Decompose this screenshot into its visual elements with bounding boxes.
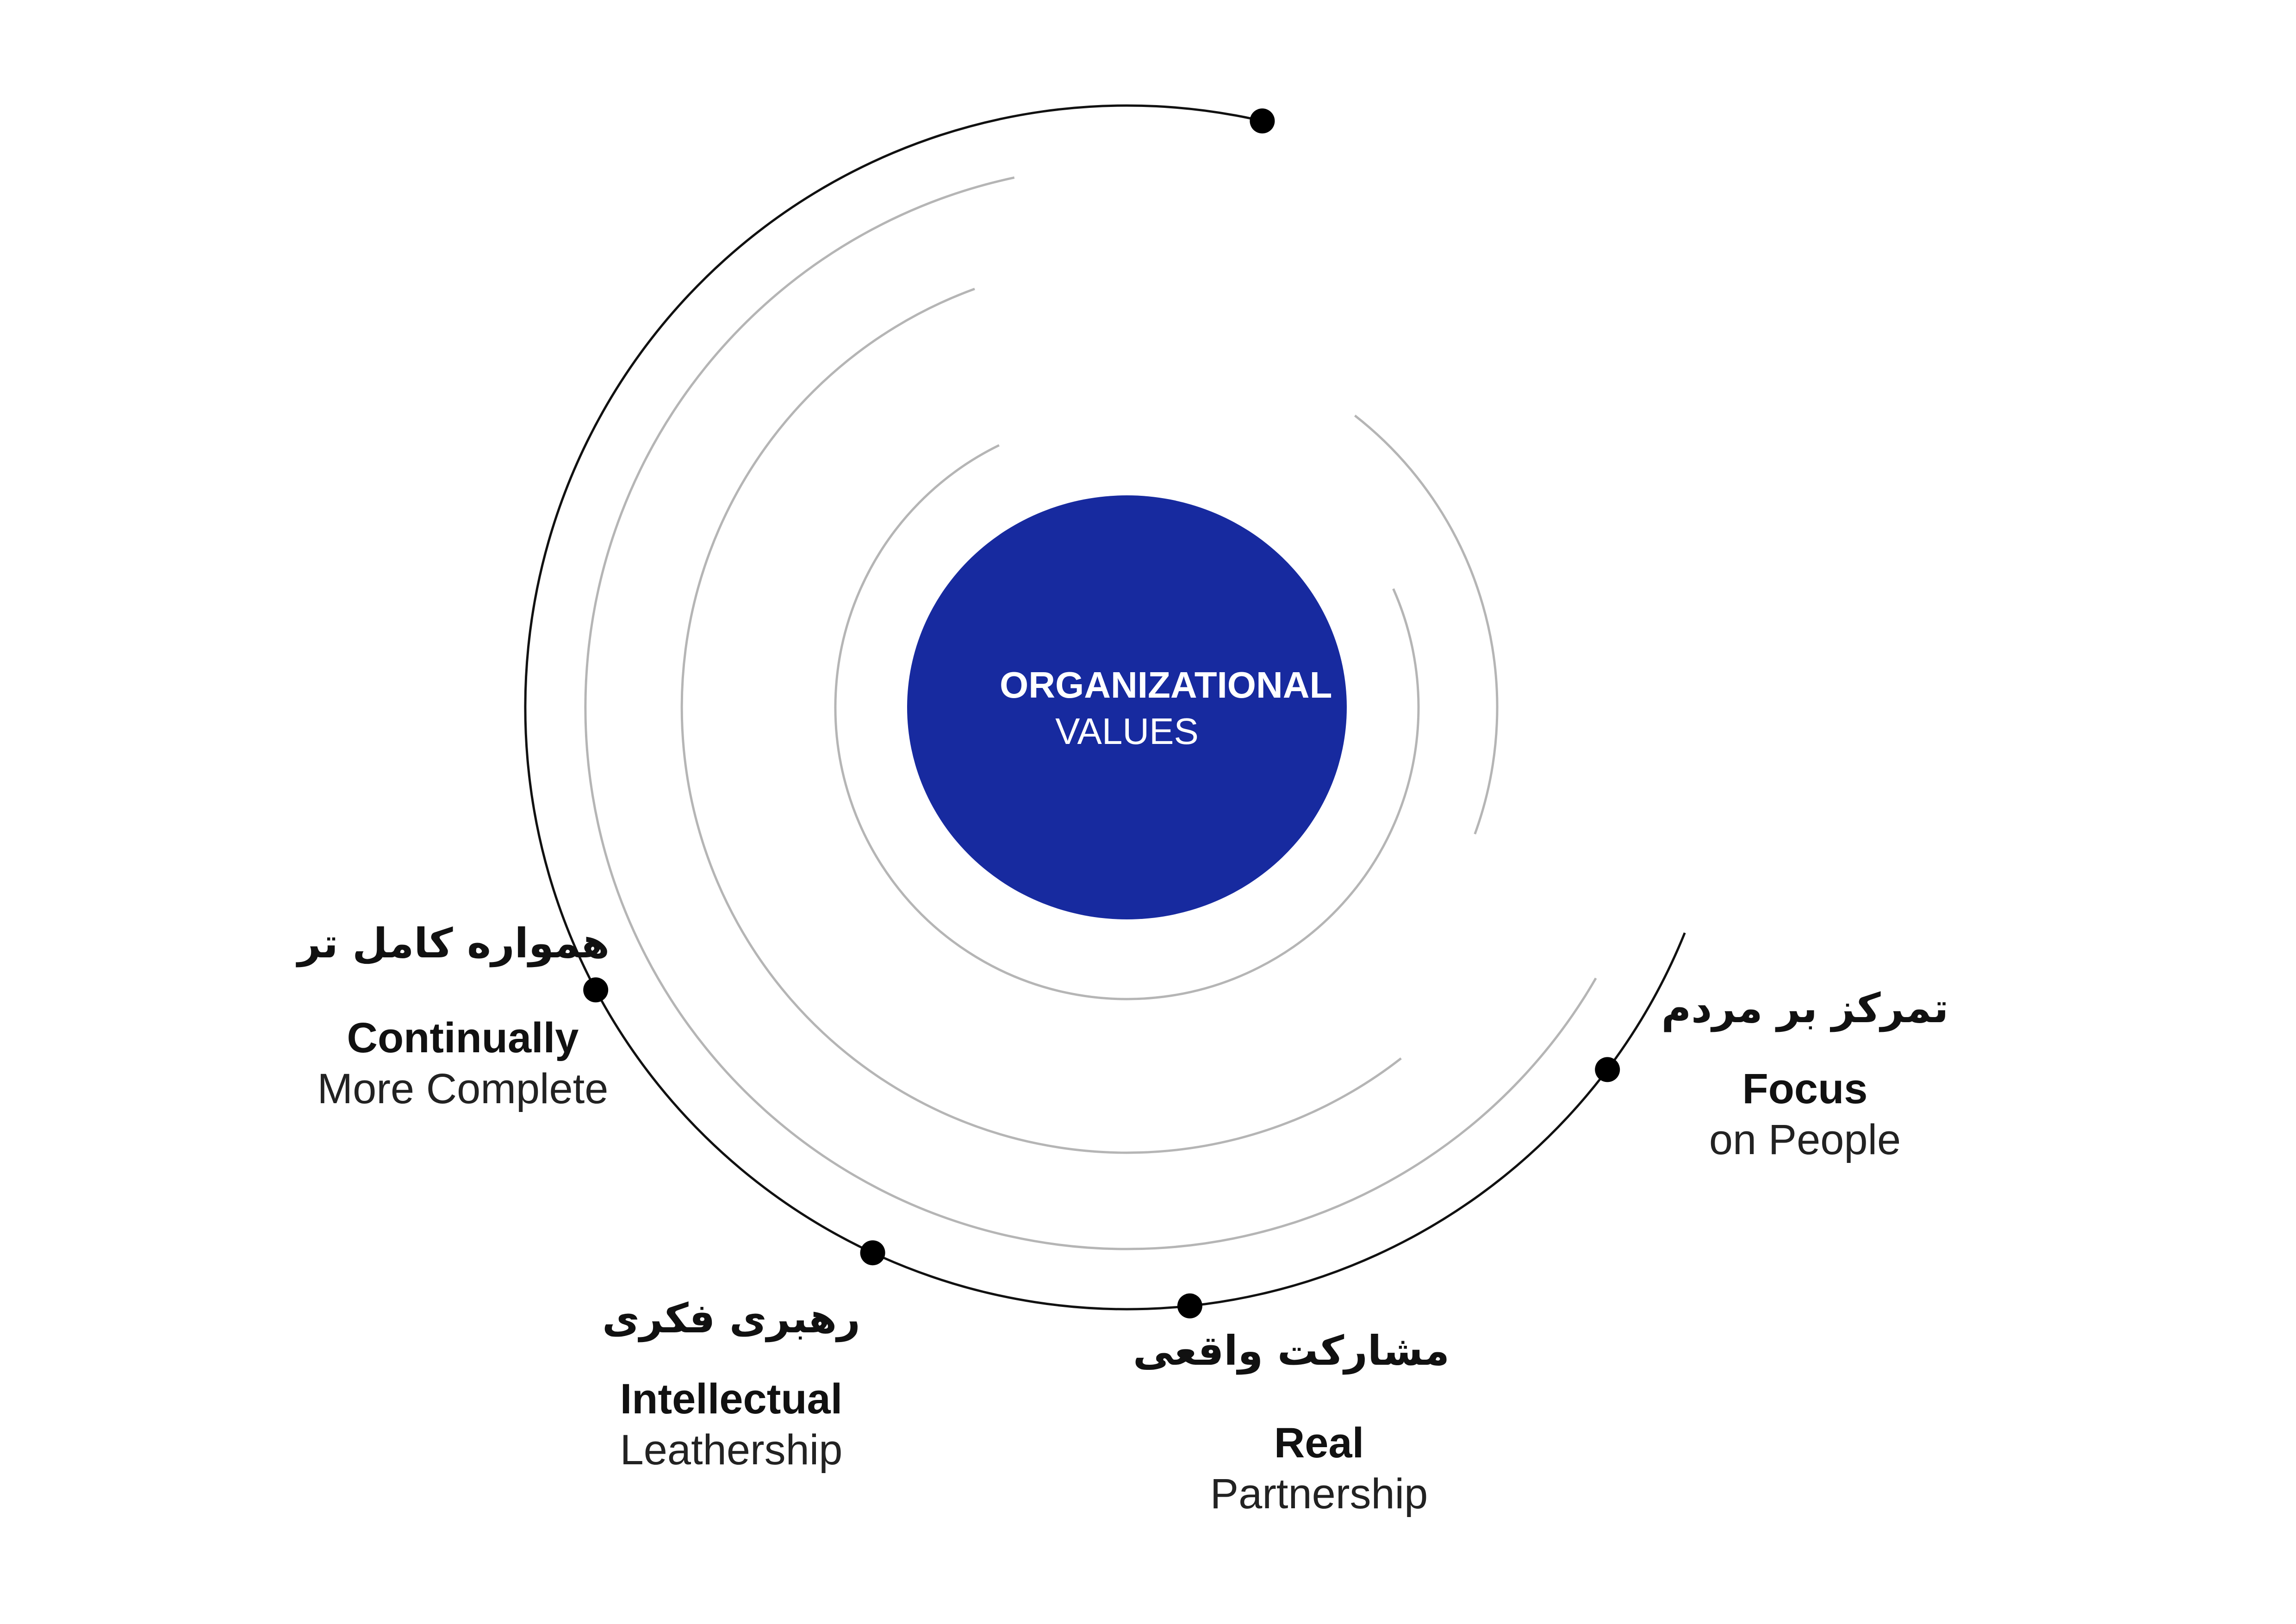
value-real: مشارکت واقعی Real Partnership xyxy=(1111,1328,1527,1520)
inner-arc-3 xyxy=(1354,414,1499,835)
value-focus-subtitle: on People xyxy=(1709,1116,1901,1164)
value-intellectual-title: Intellectual xyxy=(620,1375,843,1423)
inner-arc-2 xyxy=(680,287,1402,1154)
dots-group xyxy=(583,108,1620,1318)
value-real-fa: مشارکت واقعی xyxy=(1133,1327,1450,1374)
center-title: ORGANIZATIONAL xyxy=(1000,664,1332,706)
value-continually-title: Continually xyxy=(347,1014,579,1062)
inner-arc-4 xyxy=(1392,588,1420,718)
dot-intellectual xyxy=(860,1240,885,1266)
dot-real xyxy=(1177,1293,1202,1318)
value-focus-title: Focus xyxy=(1742,1065,1868,1112)
inner-arc-1 xyxy=(584,176,1597,1250)
value-intellectual-fa: رهبری فکری xyxy=(602,1294,860,1342)
inner-arc-5 xyxy=(834,444,1420,1000)
value-real-subtitle: Partnership xyxy=(1210,1470,1428,1518)
value-real-title: Real xyxy=(1274,1419,1364,1467)
dot-continually xyxy=(583,977,609,1003)
value-intellectual-subtitle: Leathership xyxy=(620,1426,843,1474)
value-continually: همواره کامل تر Continually More Complete xyxy=(231,921,694,1115)
value-focus-fa: تمرکز بر مردم xyxy=(1661,984,1949,1032)
center-label: ORGANIZATIONAL VALUES xyxy=(1000,662,1332,755)
dot-focus xyxy=(1595,1057,1620,1082)
center-circle xyxy=(907,495,1347,919)
value-continually-fa: همواره کامل تر xyxy=(297,919,610,967)
value-continually-subtitle: More Complete xyxy=(317,1065,609,1113)
value-focus: تمرکز بر مردم Focus on People xyxy=(1620,986,1990,1166)
center-subtitle: VALUES xyxy=(1055,711,1199,752)
dot-top xyxy=(1250,108,1275,134)
value-intellectual: رهبری فکری Intellectual Leathership xyxy=(546,1296,916,1476)
